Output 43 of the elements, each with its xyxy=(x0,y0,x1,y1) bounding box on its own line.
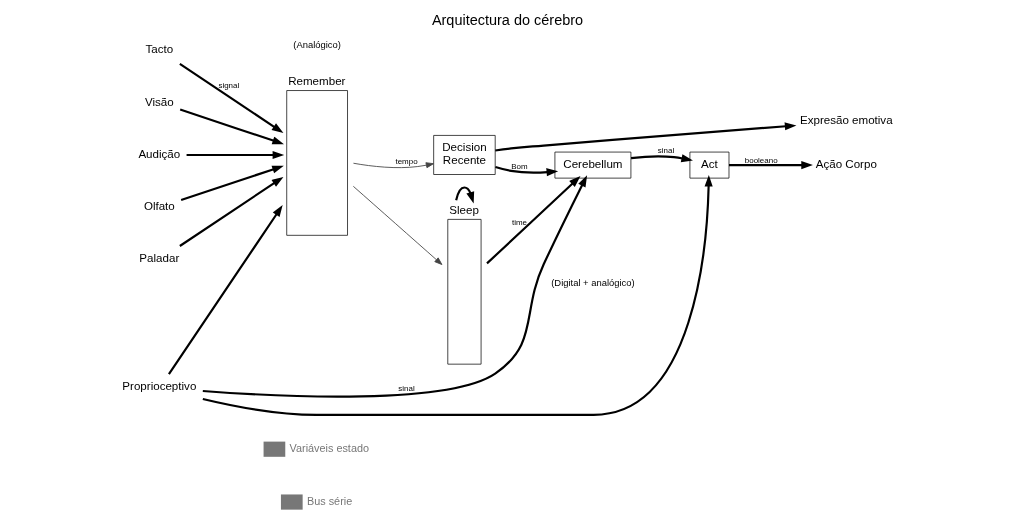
node-text: Tacto xyxy=(144,43,173,56)
edge-label: signal xyxy=(217,81,239,91)
node-box: Cerebellum xyxy=(554,151,631,179)
diagram-title: Arquitectura do cérebro xyxy=(431,12,583,29)
arrow xyxy=(352,185,442,265)
node-label: Sleep xyxy=(448,204,479,217)
label: (Analógico) xyxy=(292,39,341,51)
legend-label: Variáveis estado xyxy=(289,441,369,454)
arrow xyxy=(494,166,558,177)
arrow xyxy=(178,176,283,247)
node-box xyxy=(446,219,481,365)
edge-label: tempo xyxy=(394,157,418,167)
node-text: Paladar xyxy=(138,251,179,264)
edge-label: booleano xyxy=(744,155,778,165)
node-text: Visão xyxy=(144,95,174,108)
edge-label: time xyxy=(511,218,527,228)
edge-label: sinal xyxy=(397,383,415,393)
node-text: Ação Corpo xyxy=(815,157,877,170)
arrow xyxy=(178,63,283,133)
arrow xyxy=(494,122,796,152)
edge-label: Bom xyxy=(510,161,528,171)
arrow xyxy=(202,175,587,398)
node-text: Expresão emotiva xyxy=(799,114,893,127)
arrow xyxy=(352,162,434,169)
arrow xyxy=(728,161,813,170)
label: (Digital + analógico) xyxy=(550,277,635,289)
node-text: Audição xyxy=(137,147,180,160)
node-text: Olfato xyxy=(143,199,175,212)
arrow xyxy=(180,165,284,202)
node-label: Remember xyxy=(287,75,345,88)
arrow xyxy=(179,108,284,145)
arrow xyxy=(186,150,284,160)
arrow xyxy=(630,154,693,163)
arrow xyxy=(202,174,713,416)
legend-label: Bus série xyxy=(306,494,352,507)
arrow xyxy=(167,205,283,375)
node-box: Act xyxy=(689,151,729,179)
arrow xyxy=(454,186,474,204)
arrow xyxy=(485,176,580,265)
node-text: Proprioceptivo xyxy=(121,380,196,393)
node-box xyxy=(285,90,348,236)
edge-label: sinal xyxy=(657,146,674,156)
node-box: Decision Recente xyxy=(432,135,496,175)
